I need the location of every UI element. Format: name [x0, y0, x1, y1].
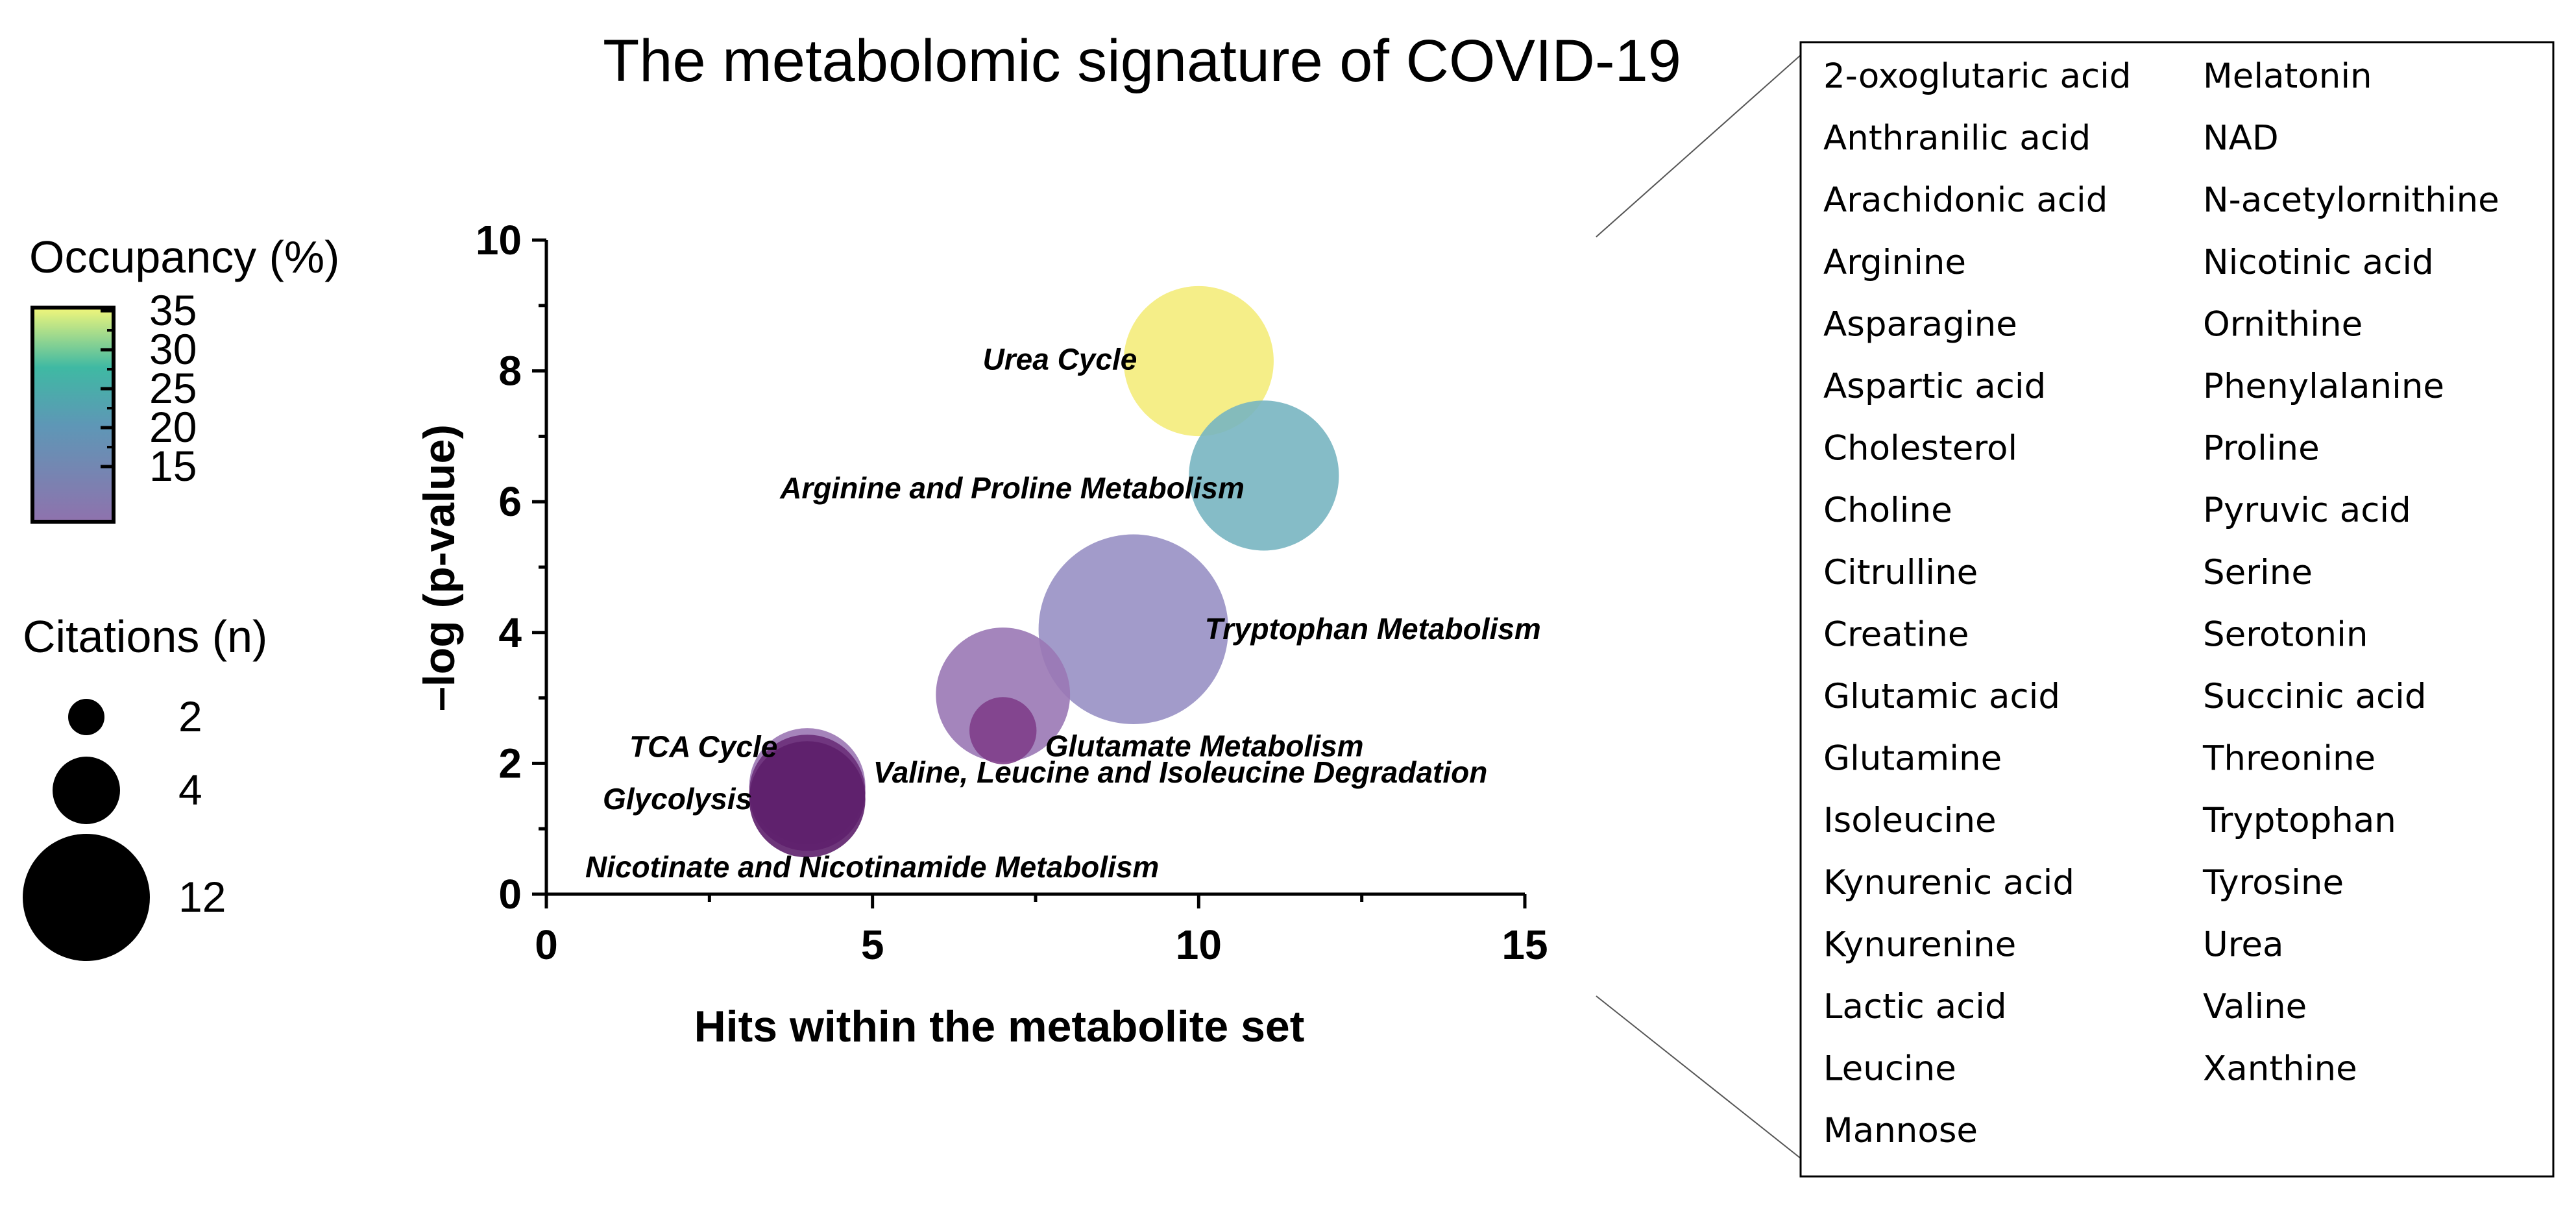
metabolite-item: Kynurenine: [1823, 925, 2016, 964]
data-point: [969, 697, 1037, 764]
metabolite-item: Creatine: [1823, 615, 1969, 654]
y-axis-title: –log (p-value): [415, 424, 464, 711]
size-legend-label: 12: [178, 873, 226, 921]
metabolite-item: Cholesterol: [1823, 429, 2017, 469]
zoom-connector: [1596, 55, 1801, 1159]
metabolite-item: Tryptophan: [2202, 801, 2396, 840]
metabolite-item: Proline: [2203, 429, 2320, 469]
size-legend-circle: [68, 699, 104, 735]
data-point-label: Valine, Leucine and Isoleucine Degradati…: [873, 755, 1488, 789]
data-point-label: Arginine and Proline Metabolism: [779, 471, 1245, 505]
metabolite-item: Serotonin: [2203, 615, 2368, 654]
metabolite-item: Melatonin: [2203, 56, 2372, 96]
color-legend-tick-label: 35: [149, 286, 197, 334]
metabolite-item: Ornithine: [2203, 304, 2363, 344]
metabolite-item: Arginine: [1823, 243, 1966, 282]
metabolite-item: Leucine: [1823, 1049, 1956, 1089]
metabolite-item: Choline: [1823, 491, 1952, 530]
data-point: [1038, 534, 1229, 724]
metabolite-item: Nicotinic acid: [2203, 243, 2434, 282]
color-legend-title: Occupancy (%): [29, 232, 339, 282]
metabolite-item: Threonine: [2202, 739, 2376, 779]
data-point: [1189, 400, 1339, 551]
x-tick-label: 10: [1176, 921, 1222, 968]
data-point-label: Tryptophan Metabolism: [1205, 612, 1541, 646]
metabolite-item: Pyruvic acid: [2203, 491, 2411, 530]
color-legend-tick-label: 15: [149, 442, 197, 490]
data-point: [1123, 286, 1274, 437]
metabolite-item: N-acetylornithine: [2203, 180, 2499, 220]
metabolite-item: Serine: [2203, 553, 2313, 592]
y-axis-ticks: 0 2 4 6 8 10: [476, 217, 546, 918]
y-tick-label: 0: [498, 871, 522, 918]
metabolite-item: Urea: [2203, 925, 2284, 964]
data-points: [749, 286, 1339, 858]
data-point: [749, 741, 866, 858]
data-point-label: TCA Cycle: [629, 730, 777, 764]
x-tick-label: 0: [535, 921, 558, 968]
plot-area: 0 2 4 6 8 10 0 5 10 15 –log (p-value) Hits withi…: [415, 217, 1548, 1051]
metabolite-item: Kynurenic acid: [1823, 863, 2074, 903]
metabolite-item: Arachidonic acid: [1823, 180, 2108, 220]
metabolite-item: 2-oxoglutaric acid: [1823, 56, 2132, 96]
metabolite-list-frame: [1799, 41, 2555, 1178]
connector-line-top: [1596, 55, 1801, 237]
data-point-label: Urea Cycle: [983, 342, 1137, 376]
size-legend-circle: [23, 834, 150, 961]
metabolite-item: Phenylalanine: [2203, 367, 2444, 406]
y-tick-label: 4: [498, 609, 522, 656]
y-tick-label: 6: [498, 478, 522, 525]
metabolite-item: Xanthine: [2203, 1049, 2357, 1089]
y-tick-label: 2: [498, 740, 522, 786]
metabolite-item: Aspartic acid: [1823, 367, 2046, 406]
metabolite-item: Anthranilic acid: [1823, 119, 2091, 158]
color-legend-tick-label: 30: [149, 325, 197, 373]
color-legend-bar: [30, 306, 115, 524]
x-tick-label: 5: [861, 921, 884, 968]
size-legend-label: 2: [178, 692, 202, 740]
chart-title: The metabolomic signature of COVID-19: [603, 28, 1681, 94]
metabolite-item: Glutamine: [1823, 739, 2002, 779]
metabolite-item: Valine: [2203, 987, 2307, 1027]
metabolite-item: Mannose: [1823, 1111, 1978, 1150]
data-point-label: Nicotinate and Nicotinamide Metabolism: [585, 850, 1159, 884]
metabolite-item: NAD: [2203, 119, 2279, 158]
size-legend-entries: 2 4 12: [23, 692, 226, 961]
data-point: [936, 627, 1071, 762]
color-legend-tick-label: 25: [149, 364, 197, 412]
metabolite-item: Glutamic acid: [1823, 677, 2060, 716]
x-axis-title: Hits within the metabolite set: [694, 1002, 1305, 1051]
x-axis-ticks: 0 5 10 15: [535, 894, 1548, 968]
metabolite-item: Asparagine: [1823, 304, 2017, 344]
data-point-label: Glycolysis: [603, 782, 752, 816]
x-tick-label: 15: [1501, 921, 1548, 968]
y-tick-label: 10: [476, 217, 522, 263]
data-point-label: Glutamate Metabolism: [1045, 729, 1364, 763]
y-tick-label: 8: [498, 348, 522, 395]
color-legend-tick-label: 20: [149, 403, 197, 451]
size-legend-circle: [53, 757, 120, 824]
metabolite-item: Citrulline: [1823, 553, 1978, 592]
size-legend-label: 4: [178, 766, 202, 814]
size-legend: Citations (n) 2 4 12: [23, 611, 267, 961]
connector-line-bottom: [1596, 995, 1801, 1159]
metabolite-item: Tyrosine: [2202, 863, 2344, 903]
metabolite-item: Isoleucine: [1823, 801, 1997, 840]
size-legend-title: Citations (n): [23, 611, 267, 662]
metabolite-item: Succinic acid: [2203, 677, 2427, 716]
metabolite-item: Lactic acid: [1823, 987, 2007, 1027]
